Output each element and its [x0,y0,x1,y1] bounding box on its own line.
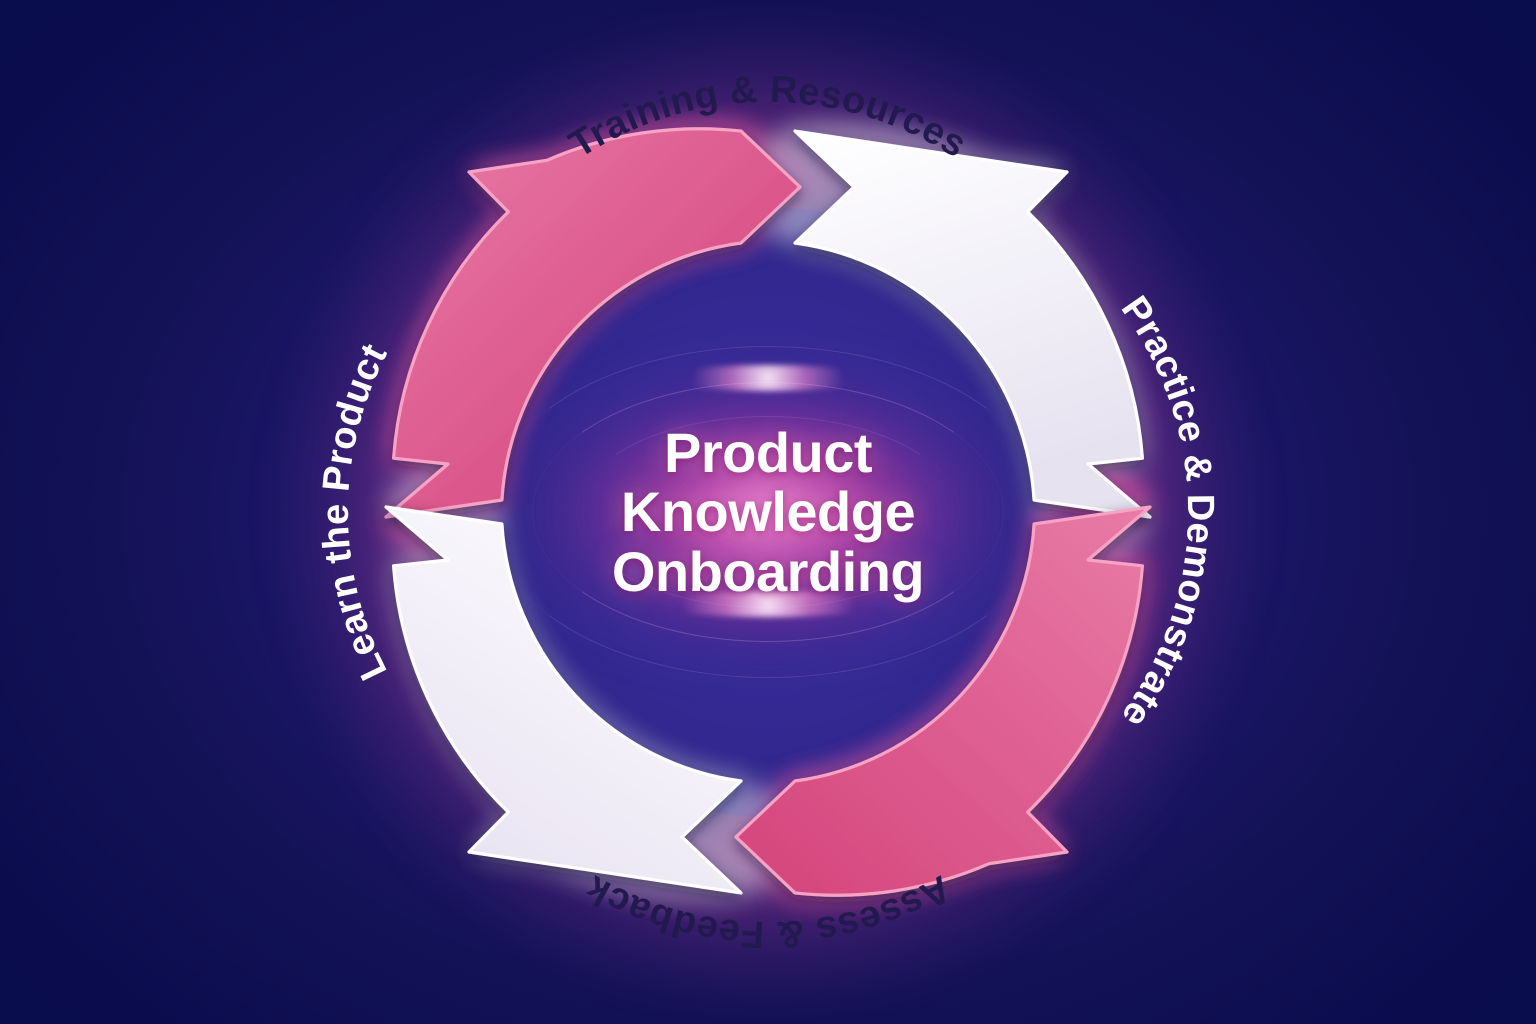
segment-3-shape[interactable] [734,505,1152,897]
segment-4-shape[interactable] [384,505,743,895]
segment-2-shape[interactable] [793,129,1152,519]
cycle-segment-learn-the-product[interactable]: Learn the Product [315,127,802,687]
cycle-segment-practice-demonstrate[interactable]: Practice & Demonstrate [734,289,1221,897]
center-glow [488,347,1048,677]
segment-1-shape[interactable] [384,127,802,519]
segment-1-label: Learn the Product [315,337,396,686]
